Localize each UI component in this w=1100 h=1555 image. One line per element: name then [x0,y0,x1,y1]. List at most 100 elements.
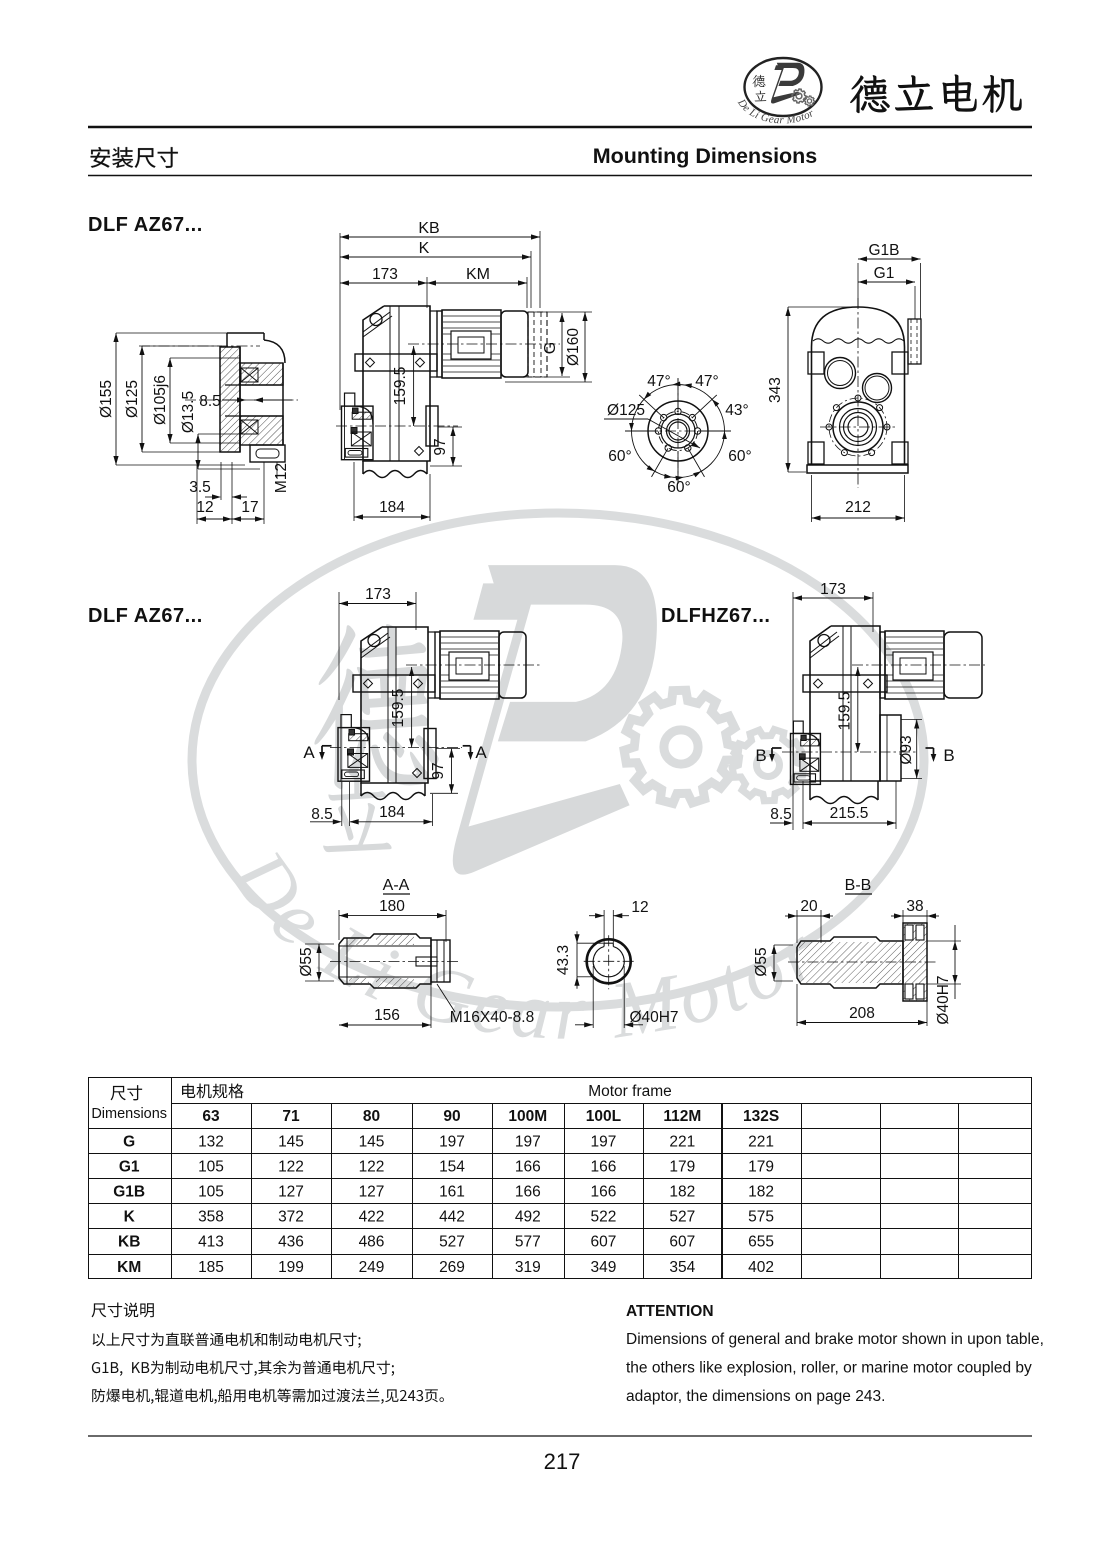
svg-text:Ø55: Ø55 [753,947,770,976]
svg-text:166: 166 [590,1159,616,1176]
svg-text:Ø125: Ø125 [124,380,141,418]
svg-text:185: 185 [198,1259,224,1276]
svg-text:179: 179 [669,1159,695,1176]
svg-text:145: 145 [278,1134,304,1151]
svg-text:349: 349 [590,1259,616,1276]
svg-text:354: 354 [669,1259,695,1276]
svg-text:B-B: B-B [845,877,872,894]
svg-text:71: 71 [282,1108,300,1125]
svg-text:173: 173 [372,266,398,283]
svg-text:422: 422 [359,1209,385,1226]
svg-text:K: K [419,240,430,257]
svg-text:197: 197 [590,1134,616,1151]
svg-text:215.5: 215.5 [830,805,869,822]
svg-text:132S: 132S [743,1108,779,1125]
svg-text:47°: 47° [695,373,718,390]
svg-text:12: 12 [196,499,213,516]
svg-text:63: 63 [202,1108,220,1125]
svg-text:182: 182 [669,1184,695,1201]
svg-text:527: 527 [669,1209,695,1226]
svg-text:249: 249 [359,1259,385,1276]
svg-text:M12: M12 [273,463,290,493]
svg-text:G: G [123,1134,135,1151]
svg-text:G1: G1 [874,265,895,282]
svg-text:402: 402 [748,1259,774,1276]
svg-text:208: 208 [849,1005,875,1022]
svg-text:161: 161 [439,1184,465,1201]
svg-text:38: 38 [906,898,923,915]
svg-text:358: 358 [198,1209,224,1226]
svg-text:Ø160: Ø160 [565,328,582,366]
svg-text:156: 156 [374,1007,400,1024]
svg-text:KM: KM [117,1259,141,1276]
svg-text:122: 122 [278,1159,304,1176]
svg-text:ATTENTION: ATTENTION [626,1303,714,1320]
svg-text:575: 575 [748,1209,774,1226]
svg-text:adaptor, the dimensions on pag: adaptor, the dimensions on page 243. [626,1388,885,1405]
svg-text:112M: 112M [663,1108,701,1125]
svg-text:G1: G1 [119,1159,140,1176]
svg-text:G: G [542,342,559,354]
svg-text:527: 527 [439,1234,465,1251]
svg-text:KM: KM [466,266,490,283]
svg-text:47°: 47° [647,373,670,390]
svg-text:166: 166 [590,1184,616,1201]
svg-text:G1B: G1B [113,1184,145,1201]
svg-text:221: 221 [748,1134,774,1151]
svg-text:132: 132 [198,1134,224,1151]
svg-text:522: 522 [590,1209,616,1226]
svg-text:199: 199 [278,1259,304,1276]
svg-text:179: 179 [748,1159,774,1176]
svg-text:90: 90 [443,1108,460,1125]
svg-text:212: 212 [845,499,871,516]
svg-text:60°: 60° [667,479,690,496]
svg-text:8.5: 8.5 [199,393,221,410]
svg-text:100L: 100L [586,1108,621,1125]
svg-text:80: 80 [363,1108,380,1125]
svg-text:20: 20 [800,898,818,915]
svg-text:145: 145 [359,1134,385,1151]
svg-text:221: 221 [669,1134,695,1151]
svg-text:343: 343 [767,377,784,403]
svg-text:166: 166 [515,1159,541,1176]
svg-text:180: 180 [379,898,405,915]
svg-text:173: 173 [365,586,391,603]
svg-text:486: 486 [359,1234,385,1251]
svg-text:97: 97 [432,438,449,455]
svg-text:100M: 100M [508,1108,547,1125]
svg-text:492: 492 [515,1209,541,1226]
svg-text:197: 197 [439,1134,465,1151]
svg-text:DLF AZ67...: DLF AZ67... [88,214,203,236]
svg-text:8.5: 8.5 [311,806,333,823]
svg-text:577: 577 [515,1234,541,1251]
svg-text:319: 319 [515,1259,541,1276]
svg-text:217: 217 [544,1449,581,1474]
svg-text:105: 105 [198,1159,224,1176]
svg-text:M16X40-8.8: M16X40-8.8 [450,1009,534,1026]
svg-text:KB: KB [418,220,439,237]
svg-text:3.5: 3.5 [189,479,211,496]
svg-text:Ø125: Ø125 [607,402,645,419]
svg-text:159.5: 159.5 [837,692,854,731]
svg-text:184: 184 [379,499,405,516]
svg-text:Mounting Dimensions: Mounting Dimensions [593,144,818,168]
svg-text:127: 127 [278,1184,304,1201]
svg-text:105: 105 [198,1184,224,1201]
svg-text:60°: 60° [608,448,631,465]
svg-text:B: B [943,746,954,765]
svg-text:442: 442 [439,1209,465,1226]
svg-text:12: 12 [631,899,648,916]
svg-text:43°: 43° [725,402,748,419]
svg-text:607: 607 [669,1234,695,1251]
svg-text:DLF AZ67...: DLF AZ67... [88,605,203,627]
svg-text:60°: 60° [728,448,751,465]
svg-text:413: 413 [198,1234,224,1251]
svg-text:159.5: 159.5 [390,689,407,728]
svg-text:KB: KB [118,1234,140,1251]
svg-text:Ø155: Ø155 [98,380,115,418]
svg-text:166: 166 [515,1184,541,1201]
svg-text:655: 655 [748,1234,774,1251]
svg-text:173: 173 [820,581,846,598]
svg-text:Motor frame: Motor frame [588,1083,672,1100]
svg-text:Ø40H7: Ø40H7 [629,1009,678,1026]
